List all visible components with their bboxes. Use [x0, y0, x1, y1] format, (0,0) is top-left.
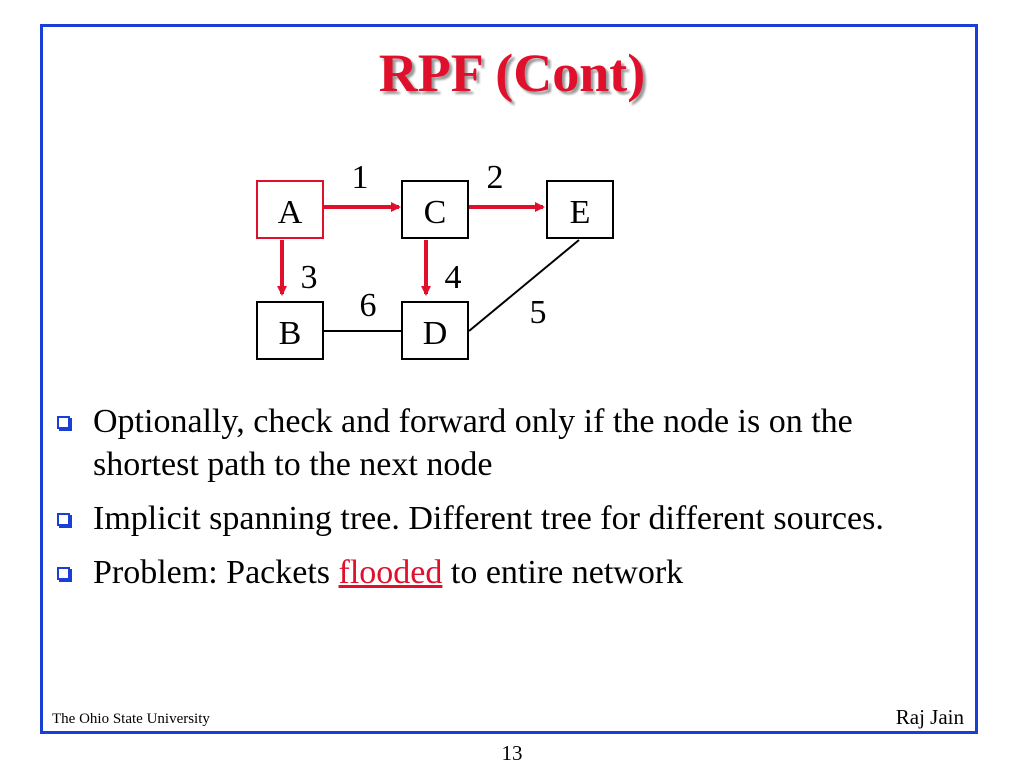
- flooded-link[interactable]: flooded: [338, 554, 443, 591]
- checkbox-bullet-icon: [57, 513, 70, 526]
- node-c-label: C: [424, 194, 447, 231]
- footer-author: Raj Jain: [895, 705, 964, 729]
- bullet-item: Optionally, check and forward only if th…: [55, 400, 935, 486]
- checkbox-bullet-icon: [57, 567, 70, 580]
- bullet-text: Optionally, check and forward only if th…: [93, 403, 853, 483]
- bullet-item: Problem: Packets flooded to entire netwo…: [55, 551, 935, 594]
- node-d-box: [401, 301, 469, 360]
- bullet-list: Optionally, check and forward only if th…: [55, 400, 935, 605]
- node-c-box: [401, 180, 469, 239]
- node-e-box: [546, 180, 614, 239]
- bullet-text-end: to entire network: [442, 554, 684, 591]
- edge-label-de: 5: [530, 294, 547, 331]
- link-d-e: [468, 239, 580, 332]
- node-d-label: D: [423, 315, 448, 352]
- edge-label-ac: 1: [352, 159, 369, 196]
- bullet-text: Implicit spanning tree. Different tree f…: [93, 500, 884, 537]
- slide-title: RPF (Cont): [378, 43, 646, 103]
- node-b-label: B: [279, 315, 302, 352]
- edge-label-ab: 3: [301, 259, 318, 296]
- node-a-box: [256, 180, 324, 239]
- node-b-box: [256, 301, 324, 360]
- footer-institution: The Ohio State University: [52, 711, 210, 727]
- edge-label-bd: 6: [360, 287, 377, 324]
- slide-frame: [40, 24, 978, 734]
- checkbox-bullet-icon: [57, 416, 70, 429]
- node-a-label: A: [278, 194, 303, 231]
- edge-label-cd: 4: [445, 259, 462, 296]
- node-e-label: E: [570, 194, 591, 231]
- page-number: 13: [501, 741, 523, 765]
- edge-label-ce: 2: [487, 159, 504, 196]
- bullet-text-start: Problem: Packets: [93, 554, 339, 591]
- bullet-item: Implicit spanning tree. Different tree f…: [55, 497, 935, 540]
